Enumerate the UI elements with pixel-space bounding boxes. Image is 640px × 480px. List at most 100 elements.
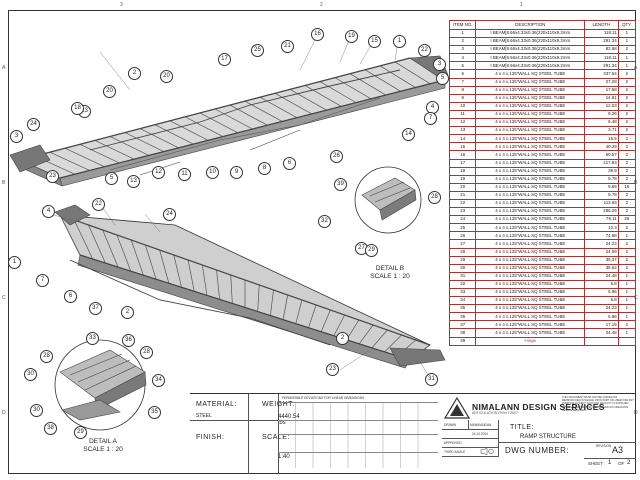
bom-qty: 2 bbox=[617, 101, 637, 111]
bom-length: 291.34 bbox=[584, 37, 619, 47]
bom-qty: 2 bbox=[617, 263, 637, 273]
balloon-callout: 4 bbox=[42, 205, 55, 218]
bom-item-no: 4 bbox=[448, 53, 477, 63]
balloon-callout: 8 bbox=[258, 162, 271, 175]
tolerance-header: PERMISSIBLE DEVIATIONS FOR LINEAR DIMENS… bbox=[282, 396, 365, 400]
bom-qty: 1 bbox=[617, 328, 637, 338]
bom-length: 5.8 bbox=[584, 279, 619, 290]
bom-length: 291.34 bbox=[584, 61, 619, 71]
bom-item-no: 22 bbox=[448, 198, 477, 209]
bom-description: 4 x 4 x.125"WALL SQ STEEL TUBE bbox=[475, 287, 586, 298]
bom-length: 35.37 bbox=[584, 255, 619, 265]
balloon-callout: 28 bbox=[40, 350, 53, 363]
bom-header-length: LENGTH bbox=[584, 20, 619, 30]
bom-item-no: 32 bbox=[448, 279, 477, 290]
drawn-label-cell: DRAWN bbox=[442, 420, 469, 430]
bom-qty: 2 bbox=[617, 150, 637, 160]
balloon-callout: 3 bbox=[10, 130, 23, 143]
bom-header-row: ITEM NO. DESCRIPTION LENGTH QTY. bbox=[448, 20, 637, 30]
balloon-callout: 30 bbox=[24, 368, 37, 381]
company-logo-block: NIMALANN DESIGN SERVICES ARTICULATION RI… bbox=[442, 396, 636, 420]
balloon-callout: 18 bbox=[71, 102, 84, 115]
bom-item-no: 29 bbox=[448, 255, 477, 265]
bom-description: 4 x 4 x.125"WALL SQ STEEL TUBE bbox=[475, 166, 586, 176]
bom-qty: 1 bbox=[617, 304, 637, 314]
balloon-callout: 2 bbox=[336, 332, 349, 345]
balloon-callout: 20 bbox=[160, 70, 173, 83]
drawn-name-cell: MANIKANDAN bbox=[468, 420, 499, 430]
dwg-number-label: DWG NUMBER: bbox=[505, 446, 570, 455]
balloon-callout: 28 bbox=[428, 191, 441, 204]
bom-item-no: 38 bbox=[448, 328, 477, 338]
sheet-total: 2 bbox=[627, 460, 631, 466]
bom-qty: 2 bbox=[617, 134, 637, 144]
sheet-number: 1 bbox=[608, 460, 612, 466]
drawn-date-cell: 24.10.2024 bbox=[442, 429, 499, 439]
balloon-callout: 28 bbox=[140, 346, 153, 359]
bottom-isometric-view bbox=[54, 204, 446, 369]
bom-item-no: 9 bbox=[448, 93, 477, 103]
approved-label: APPROVED bbox=[444, 441, 462, 445]
zone-left-a: A bbox=[2, 65, 6, 71]
zone-top-3: 3 bbox=[120, 2, 123, 8]
bom-item-no: 6 bbox=[448, 69, 477, 79]
balloon-callout: 24 bbox=[163, 208, 176, 221]
bom-item-no: 35 bbox=[448, 304, 477, 314]
zone-left-b: B bbox=[2, 180, 6, 186]
balloon-callout: 25 bbox=[251, 44, 264, 57]
balloon-callout: 30 bbox=[30, 404, 43, 417]
bom-description: 4 x 4 x.125"WALL SQ STEEL TUBE bbox=[475, 304, 586, 314]
bom-length: 24.23 bbox=[584, 304, 619, 314]
bom-qty: 2 bbox=[617, 126, 637, 136]
balloon-callout: 15 bbox=[368, 35, 381, 48]
scale-value: 1:40 bbox=[278, 454, 290, 460]
third-angle-label: THIRD ANGLE bbox=[444, 450, 466, 454]
bom-description: 4 x 4 x.125"WALL SQ STEEL TUBE bbox=[475, 239, 586, 249]
bom-description: I BEAM[8.66x4.33x0.36(220x110x9.2mm bbox=[475, 28, 586, 39]
bom-qty: 2 bbox=[617, 118, 637, 128]
bom-item-no: 39 bbox=[448, 336, 477, 346]
zone-right-d: D bbox=[634, 410, 638, 416]
balloon-callout: 1 bbox=[8, 256, 21, 269]
balloon-callout: 32 bbox=[318, 215, 331, 228]
bom-qty: 2 bbox=[617, 198, 637, 209]
bom-length: 9.65 bbox=[584, 182, 619, 192]
bom-qty: 25 bbox=[617, 215, 637, 225]
balloon-callout: 12 bbox=[152, 166, 165, 179]
bom-qty: 2 bbox=[617, 158, 637, 168]
bom-qty: 2 bbox=[617, 255, 637, 265]
bom-description: 4 x 4 x.125"WALL SQ STEEL TUBE bbox=[475, 215, 586, 225]
detail-b-scale: SCALE 1 : 20 bbox=[370, 273, 410, 280]
bom-description: 4 x 4 x.125"WALL SQ STEEL TUBE bbox=[475, 296, 586, 306]
bom-description: 4 x 4 x.125"WALL SQ STEEL TUBE bbox=[475, 69, 586, 79]
bom-length: 286.25 bbox=[584, 207, 619, 217]
bom-length: 12.03 bbox=[584, 101, 619, 111]
revision-label: REVISION bbox=[596, 444, 612, 448]
zone-right-b: B bbox=[634, 180, 638, 186]
sheet-size-value: A3 bbox=[612, 445, 624, 455]
sheet-label: SHEET bbox=[588, 461, 604, 466]
bom-description: 4 x 4 x.125"WALL SQ STEEL TUBE bbox=[475, 150, 586, 160]
zone-top-1: 1 bbox=[520, 2, 523, 8]
bom-qty: 1 bbox=[617, 61, 637, 71]
balloon-callout: 6 bbox=[283, 157, 296, 170]
zone-right-a: A bbox=[634, 65, 638, 71]
bom-description: 4 x 4 x.125"WALL SQ STEEL TUBE bbox=[475, 223, 586, 233]
bom-description: 4 x 4 x.125"WALL SQ STEEL TUBE bbox=[475, 109, 586, 120]
bom-description: 4 x 4 x.125"WALL SQ STEEL TUBE bbox=[475, 174, 586, 184]
drawn-date: 24.10.2024 bbox=[472, 432, 488, 436]
company-logo-icon bbox=[444, 397, 470, 419]
zone-left-c: C bbox=[2, 295, 6, 301]
balloon-callout: 19 bbox=[345, 30, 358, 43]
bom-item-no: 20 bbox=[448, 182, 477, 192]
